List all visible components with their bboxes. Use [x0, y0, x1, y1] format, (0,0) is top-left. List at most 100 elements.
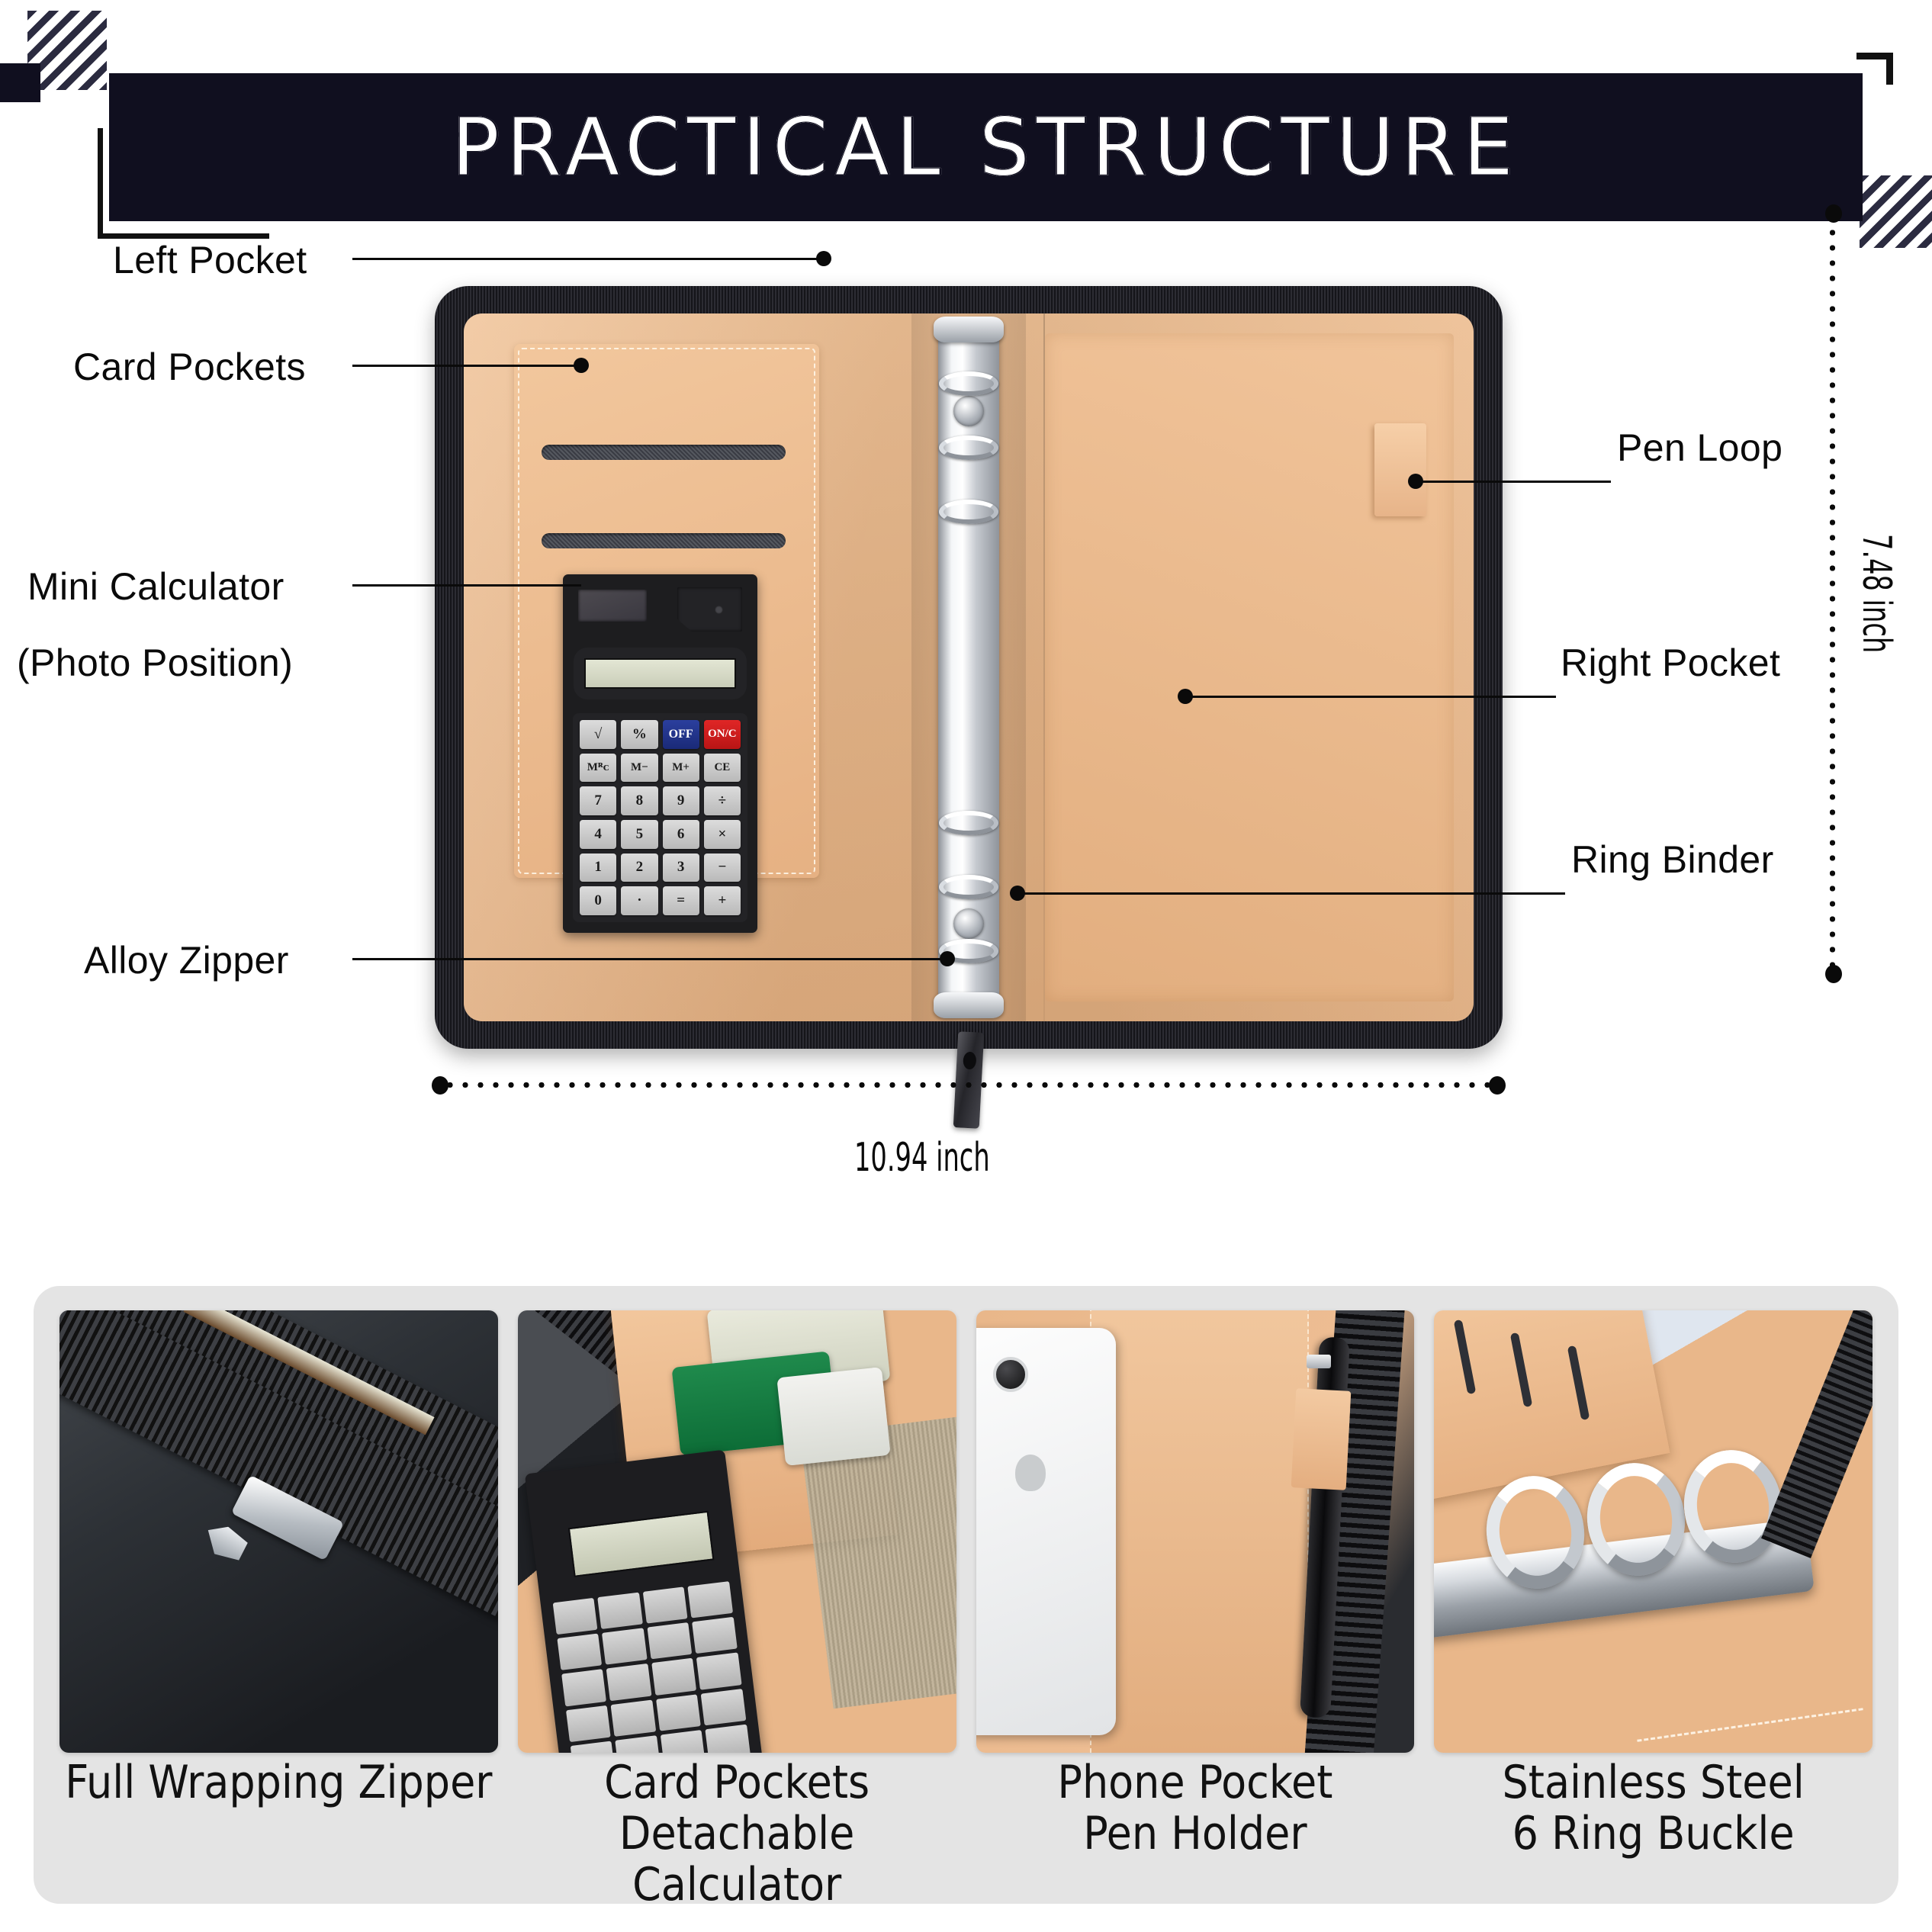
calculator-key-4: 4: [580, 820, 617, 849]
calculator-key: [615, 1735, 661, 1753]
calculator-key: [570, 1741, 616, 1753]
corner-bracket-top-right: [1856, 53, 1893, 85]
phone-camera-icon: [993, 1356, 1029, 1392]
ring-binder-mechanism: [938, 330, 999, 1005]
leader-dot-left-pocket: [816, 251, 831, 266]
photo-phone-pocket-pen-holder: [976, 1310, 1415, 1753]
calculator-key: [660, 1730, 706, 1753]
calculator-keypad: [552, 1581, 751, 1753]
calculator-key-3: 3: [662, 853, 699, 882]
binder-ring: [939, 875, 998, 899]
calculator-key: [642, 1586, 688, 1624]
callout-alloy-zipper-label: Alloy Zipper: [84, 939, 289, 982]
calculator-key: [602, 1628, 648, 1666]
calculator-key: [597, 1592, 643, 1630]
leader-dot-right-pocket: [1178, 689, 1193, 704]
corner-bracket-bottom-left: [98, 128, 269, 239]
calculator-key-m: M+: [662, 753, 699, 783]
hatch-decoration-top-left: [27, 11, 107, 90]
caption-line: Phone Pocket: [1057, 1756, 1333, 1809]
calculator-lcd-screen: [583, 658, 737, 689]
decorative-stitching: [1636, 1708, 1863, 1742]
caption-line: 6 Ring Buckle: [1512, 1807, 1795, 1861]
corner-block-top-left: [0, 63, 40, 102]
dimension-line-horizontal: [442, 1082, 1503, 1088]
photo-stainless-steel-rings: [1434, 1310, 1873, 1753]
calculator-key: [561, 1669, 607, 1707]
zipper-edge: [1760, 1310, 1873, 1558]
caption-line: Stainless Steel: [1502, 1756, 1805, 1809]
binder-ring: [939, 371, 998, 396]
calculator-key-6: 6: [662, 820, 699, 849]
ring-cap-bottom: [934, 992, 1004, 1018]
planner-spine: [911, 313, 1026, 1021]
caption-line: Full Wrapping Zipper: [65, 1756, 493, 1809]
card-slot-lower: [542, 533, 786, 548]
calculator-key: [696, 1652, 742, 1690]
calculator-key-7: 7: [580, 786, 617, 815]
caption-phone-pocket-pen-holder: Phone Pocket Pen Holder: [976, 1757, 1415, 1911]
zipper-pull-tab: [200, 1519, 250, 1565]
calculator-battery-cover: [677, 587, 742, 632]
photo-full-wrapping-zipper: [59, 1310, 498, 1753]
detachable-calculator: [525, 1449, 765, 1753]
caption-row: Full Wrapping Zipper Card Pockets Detach…: [59, 1757, 1873, 1911]
leader-line-card-pockets: [352, 365, 581, 367]
calculator-key-: +: [703, 886, 741, 915]
callout-card-pockets-label: Card Pockets: [73, 346, 306, 388]
phone-pocket: [1089, 1310, 1310, 1753]
pen-holder-loop: [1291, 1388, 1352, 1491]
dimension-line-vertical: [1829, 210, 1836, 972]
leader-line-left-pocket: [352, 258, 825, 260]
calculator-key-5: 5: [621, 820, 658, 849]
smartphone: [976, 1328, 1117, 1735]
ring-lever-top: [953, 396, 984, 426]
calculator-key: [557, 1633, 603, 1671]
dimension-height-label: 7.48 inch: [1853, 534, 1899, 654]
calculator-key-9: 9: [662, 786, 699, 815]
leader-dot-alloy-zipper: [940, 951, 955, 966]
pen-cap-ring: [1307, 1355, 1332, 1368]
calculator-key: [611, 1699, 657, 1738]
caption-line: Pen Holder: [1083, 1807, 1307, 1861]
credit-card-light: [776, 1367, 891, 1467]
caption-full-wrapping-zipper: Full Wrapping Zipper: [59, 1757, 498, 1911]
hatch-decoration-bottom-right: [1860, 175, 1932, 248]
binder-ring: [939, 811, 998, 835]
calculator-key: [651, 1658, 697, 1696]
page-title: PRACTICAL STRUCTURE: [452, 101, 1520, 194]
calculator-key-8: 8: [621, 786, 658, 815]
calculator-screw: [715, 606, 723, 614]
leader-line-mini-calculator: [352, 584, 581, 587]
calculator-key-0: 0: [580, 886, 617, 915]
callout-pen-loop-label: Pen Loop: [1617, 426, 1783, 469]
caption-line: Detachable Calculator: [619, 1807, 855, 1912]
calculator-key: [692, 1616, 738, 1654]
leader-dot-ring-binder: [1010, 886, 1025, 901]
binder-ring: [939, 436, 998, 460]
leader-line-ring-binder: [1022, 892, 1565, 895]
calculator-key: [606, 1664, 652, 1702]
calculator-key-: %: [621, 720, 658, 749]
callout-ring-binder-label: Ring Binder: [1571, 838, 1774, 881]
callout-left-pocket-label: Left Pocket: [113, 239, 307, 281]
calculator-key-off: OFF: [662, 720, 699, 749]
calculator-key-: ÷: [703, 786, 741, 815]
photo-row: [59, 1310, 1873, 1753]
title-banner: PRACTICAL STRUCTURE: [109, 73, 1863, 221]
caption-stainless-steel-rings: Stainless Steel 6 Ring Buckle: [1434, 1757, 1873, 1911]
leader-line-pen-loop: [1420, 481, 1611, 483]
calculator-key-on-c: ON/C: [703, 720, 741, 749]
dimension-width-label: 10.94 inch: [854, 1135, 990, 1181]
calculator-key: [647, 1622, 693, 1660]
calculator-key-: =: [662, 886, 699, 915]
dimension-endcap-left: [432, 1076, 448, 1095]
caption-line: Card Pockets: [604, 1756, 870, 1809]
calculator-key-: ×: [703, 820, 741, 849]
calculator-display-frame: [574, 648, 747, 699]
